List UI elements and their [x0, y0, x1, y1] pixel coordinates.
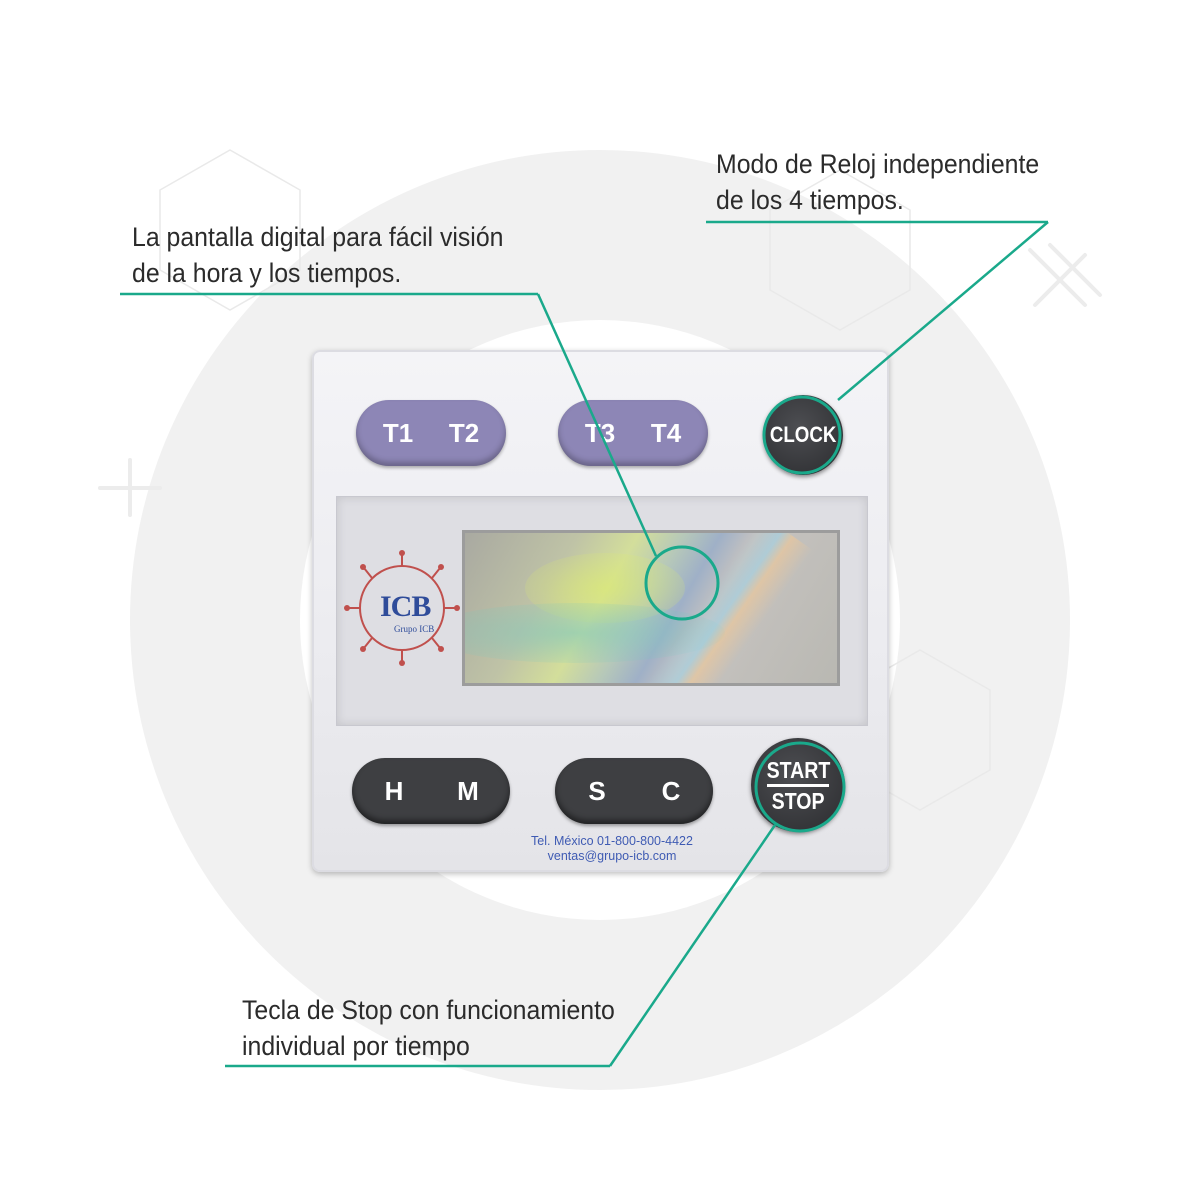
t3-t4-button-pair: T3 T4 — [558, 400, 708, 466]
t1-t2-button-pair: T1 T2 — [356, 400, 506, 466]
icb-logo: ICB Grupo ICB — [342, 548, 462, 668]
logo-name: ICB — [380, 590, 431, 623]
callout-stop-line2: individual por tiempo — [242, 1031, 470, 1061]
contact-phone: Tel. México 01-800-800-4422 — [531, 834, 693, 848]
contact-email: ventas@grupo-icb.com — [547, 849, 677, 863]
callout-stop-line1: Tecla de Stop con funcionamiento — [242, 995, 615, 1025]
callout-display-line1: La pantalla digital para fácil visión — [132, 222, 504, 252]
m-button[interactable]: M — [457, 775, 479, 806]
start-stop-button[interactable]: START STOP — [751, 738, 845, 832]
stop-label: STOP — [771, 787, 825, 814]
timer-device: T1 T2 T3 T4 CLOCK — [312, 350, 889, 872]
h-button[interactable]: H — [384, 775, 404, 806]
c-button[interactable]: C — [661, 775, 681, 806]
callout-display-line2: de la hora y los tiempos. — [132, 258, 402, 288]
contact-info: Tel. México 01-800-800-4422 ventas@grupo… — [502, 834, 722, 864]
t3-button[interactable]: T3 — [584, 417, 616, 448]
s-button[interactable]: S — [588, 775, 606, 806]
logo-subtitle: Grupo ICB — [394, 624, 435, 634]
start-label: START — [766, 756, 830, 783]
lcd-screen — [462, 530, 840, 686]
t4-button[interactable]: T4 — [650, 417, 682, 448]
h-m-button-pair: H M — [352, 758, 510, 824]
clock-button-label: CLOCK — [769, 422, 837, 447]
callout-digital-display: La pantalla digital para fácil visión de… — [132, 219, 503, 291]
callout-clock-line1: Modo de Reloj independiente — [716, 149, 1040, 179]
callout-clock-line2: de los 4 tiempos. — [716, 185, 904, 215]
t2-button[interactable]: T2 — [448, 417, 480, 448]
s-c-button-pair: S C — [555, 758, 713, 824]
icb-logo-emblem — [344, 550, 460, 666]
clock-button[interactable]: CLOCK — [763, 395, 843, 475]
t1-button[interactable]: T1 — [382, 417, 414, 448]
callout-stop-key: Tecla de Stop con funcionamiento individ… — [242, 992, 615, 1064]
callout-clock-mode: Modo de Reloj independiente de los 4 tie… — [716, 146, 1039, 218]
